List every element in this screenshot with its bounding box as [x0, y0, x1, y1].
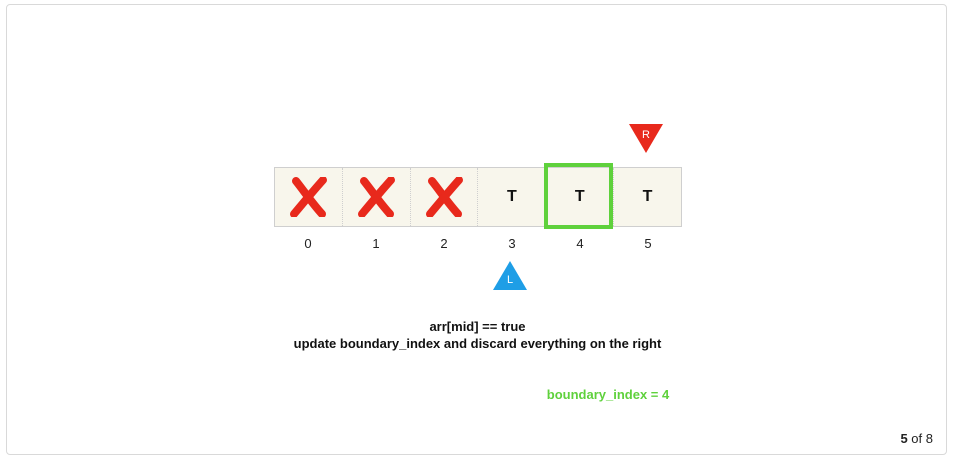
- pager-current: 5: [900, 431, 908, 446]
- array-cell-2: [411, 168, 479, 226]
- index-label: 1: [372, 236, 380, 251]
- right-pointer-label: R: [642, 129, 650, 141]
- boundary-index-label: boundary_index = 4: [546, 387, 670, 402]
- pager-total: 8: [925, 431, 933, 446]
- cell-value: T: [642, 188, 653, 205]
- array-row: T T T: [274, 167, 682, 227]
- index-label: 4: [576, 236, 584, 251]
- index-label: 5: [644, 236, 652, 251]
- array-cell-3: T: [478, 168, 547, 226]
- cell-value: T: [507, 188, 517, 205]
- step-caption: arr[mid] == true update boundary_index a…: [0, 318, 955, 352]
- index-label: 3: [508, 236, 516, 251]
- cross-icon: [290, 177, 328, 217]
- index-label: 2: [440, 236, 448, 251]
- left-pointer-label: L: [507, 274, 513, 286]
- right-pointer-icon: R: [629, 124, 663, 153]
- cell-value: T: [574, 188, 585, 205]
- cross-icon: [426, 177, 464, 217]
- array-cell-4: T: [546, 168, 615, 226]
- cross-icon: [358, 177, 396, 217]
- slide-pager: 5 of 8: [900, 431, 933, 446]
- caption-line-2: update boundary_index and discard everyt…: [293, 336, 662, 351]
- array-cell-0: [275, 168, 343, 226]
- array-cell-5: T: [614, 168, 681, 226]
- left-pointer-icon: L: [493, 261, 527, 290]
- slide-frame: [6, 4, 947, 455]
- pager-separator: of: [911, 431, 923, 446]
- caption-line-1: arr[mid] == true: [429, 319, 526, 334]
- array-indices: 0 1 2 3 4 5: [274, 236, 682, 251]
- index-label: 0: [304, 236, 312, 251]
- array-cell-1: [343, 168, 411, 226]
